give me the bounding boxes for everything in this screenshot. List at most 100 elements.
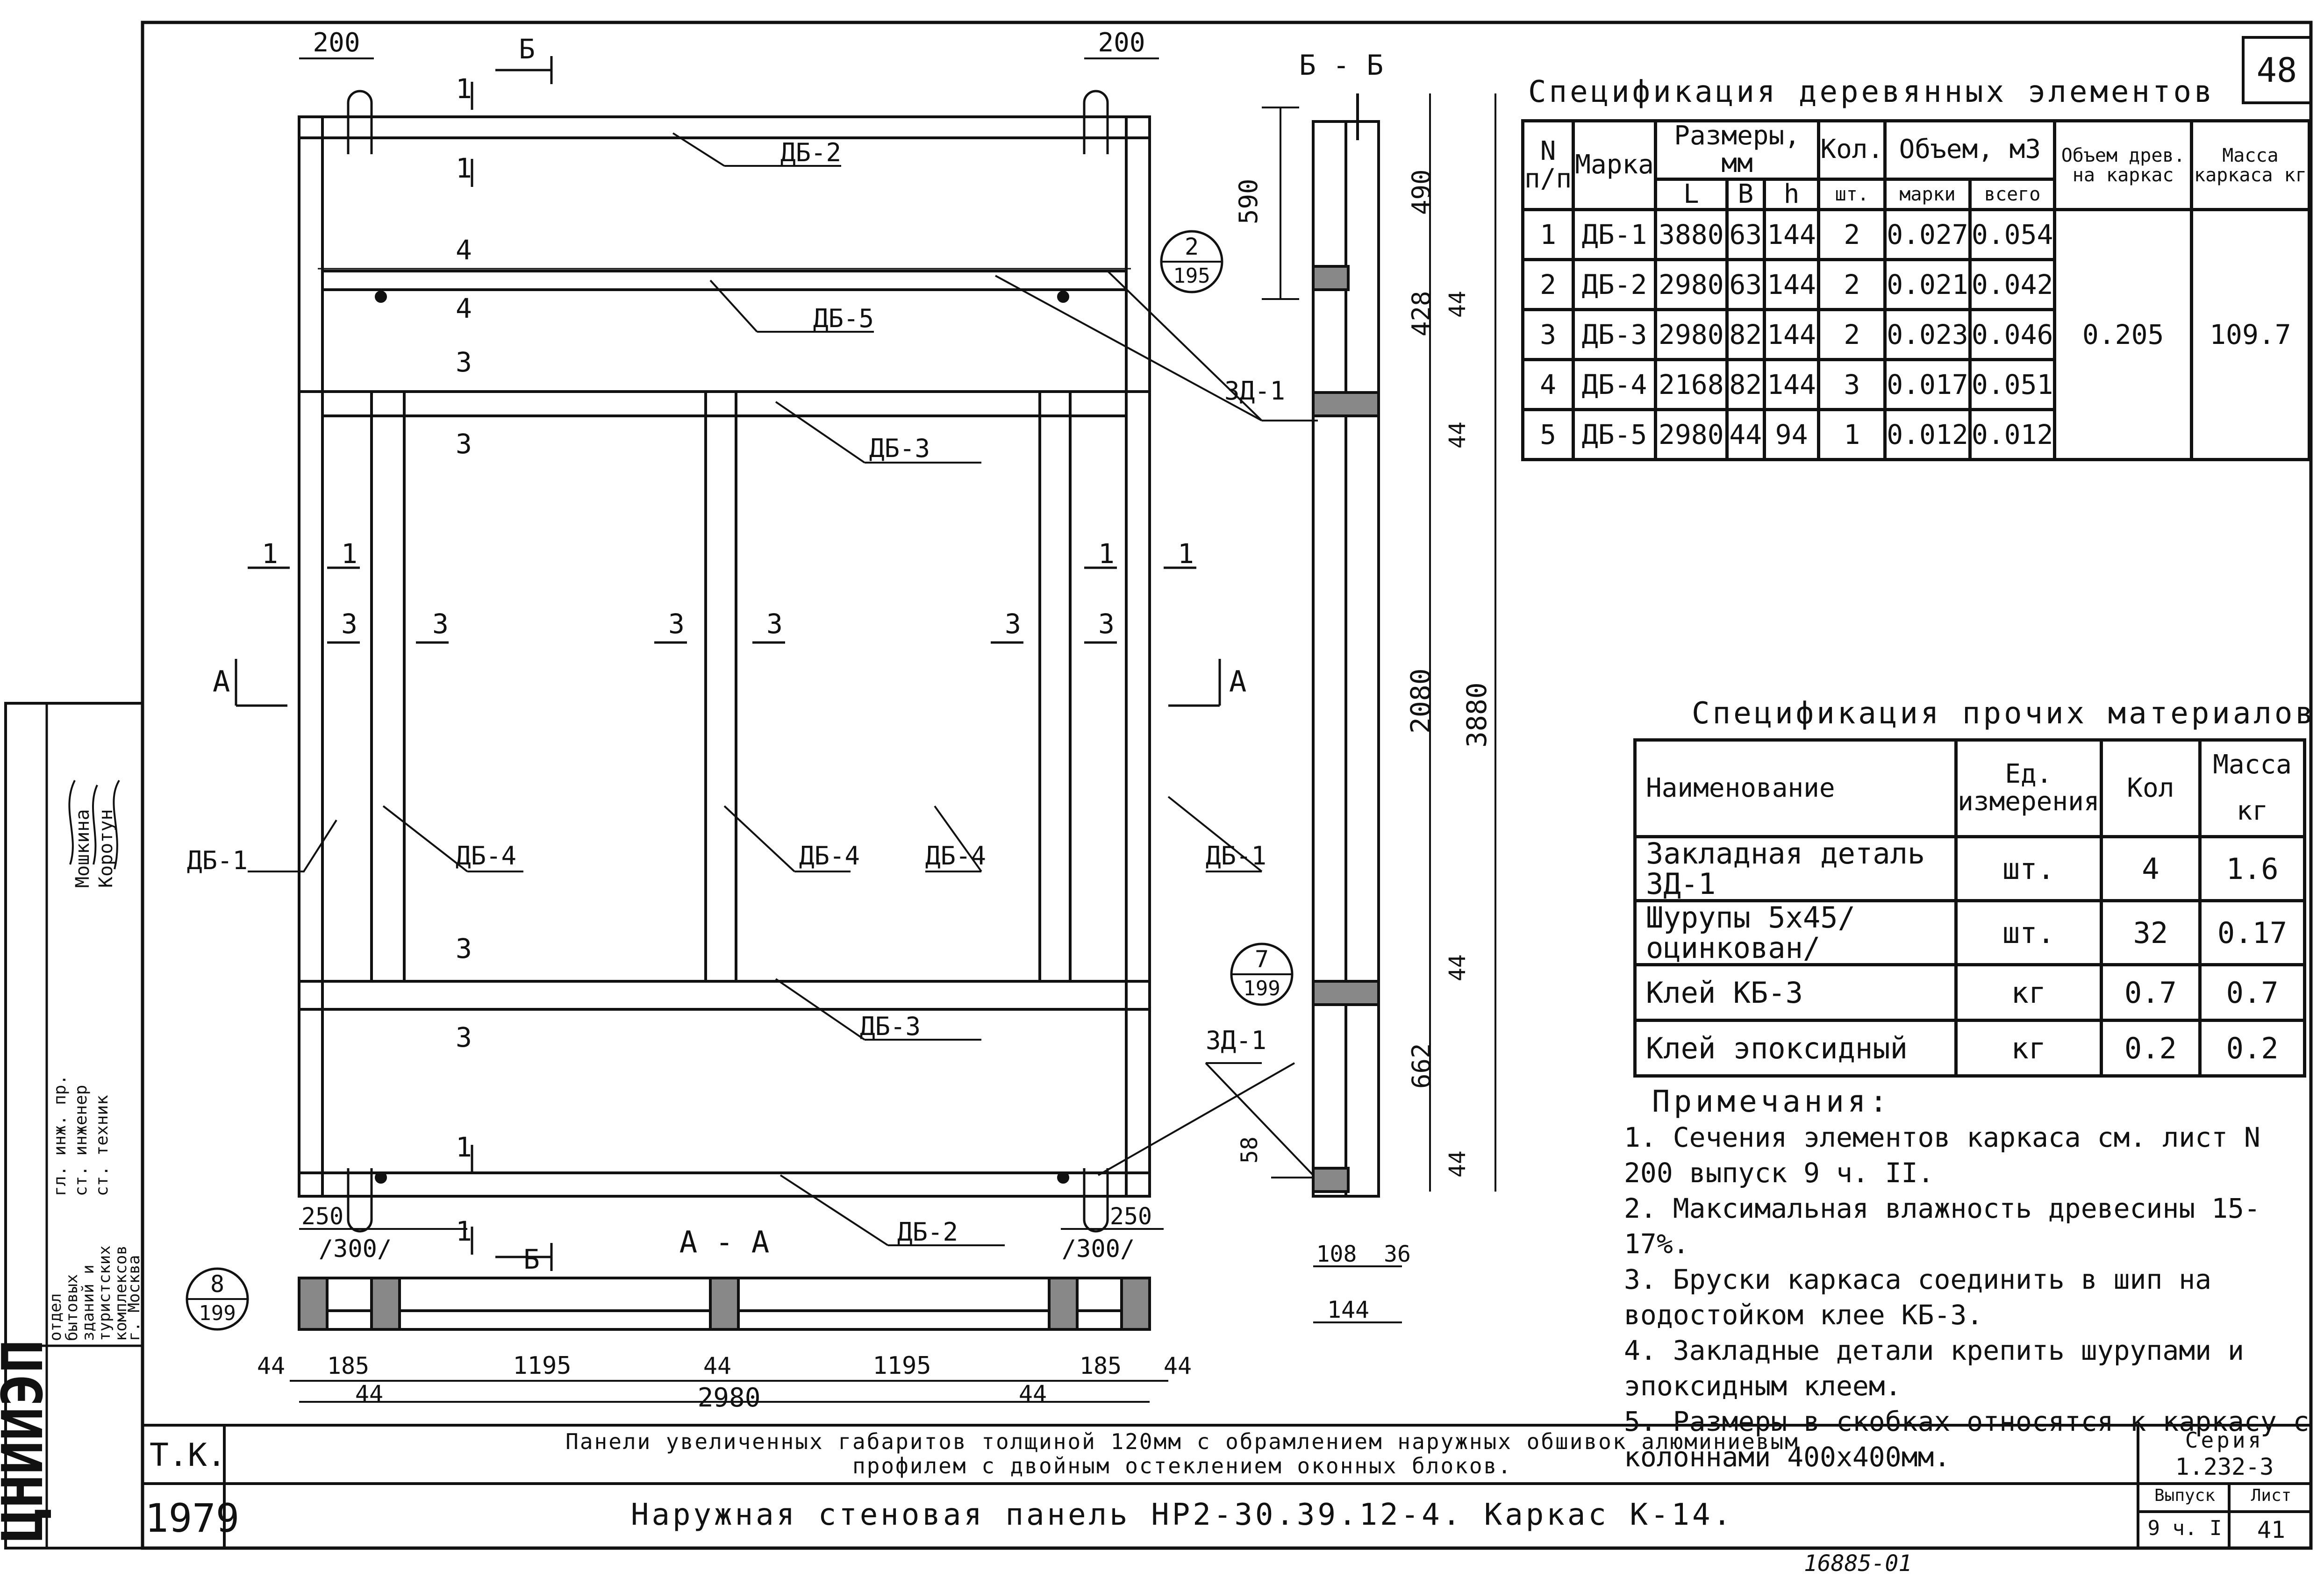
cell: 0.2 [2099,1019,2202,1078]
stamp-name: Мошкина [72,809,93,888]
table-row: Шурупы 5x45/оцинкован/ шт. 32 0.17 [1633,899,2306,967]
dim-label: 144 [1327,1296,1369,1323]
frame-elevation [298,90,1151,1233]
cell: 94 [1762,408,1821,462]
dim-label: 36 [1384,1241,1411,1267]
cell: 144 [1762,308,1821,362]
title-line: Панели увеличенных габаритов толщиной 12… [565,1429,1799,1454]
section-mark: 3 [456,346,472,378]
sheet-title: Наружная стеновая панель НР2-30.39.12-4.… [630,1498,1734,1532]
cell: 1 [1521,208,1575,262]
stamp-dept-line: бытовых [63,1274,81,1341]
element-label: ДБ-3 [860,1012,921,1041]
cell: 2 [1817,208,1887,262]
note-item: 1. Сечения элементов каркаса см. лист N … [1624,1121,2260,1189]
cell: 0.205 [2053,208,2193,462]
col-header: всего [1968,177,2057,212]
notes-heading: Примечания: [1652,1085,1891,1119]
stamp-dept-line: зданий и [79,1264,98,1341]
series-label: Серия [2185,1428,2264,1453]
dim-label: 108 [1316,1241,1357,1267]
other-spec-table: Наименование Ед. измерения Кол Масса кг … [1633,738,2306,1078]
element-label: ЗД-1 [1224,376,1285,406]
cell: 0.017 [1883,358,1972,412]
section-mark: 3 [341,608,358,640]
stamp-name: Коротун [95,809,117,888]
callout-bottom: 199 [1243,977,1280,1000]
side-stamp: ЦНИИЭП отдел бытовых зданий и туристских… [0,702,144,1549]
cell: 32 [2099,899,2202,967]
cell: ДБ-1 [1572,208,1657,262]
section-mark: 1 [262,538,278,570]
cell: 3 [1521,308,1575,362]
dim-label: 44 [1444,421,1471,449]
cell: Закладная деталь ЗД-1 [1633,835,1958,903]
dim-label: 185 [327,1352,369,1379]
note-item: 3. Бруски каркаса соединить в шип на вод… [1624,1264,2212,1331]
cell: Клей эпоксидный [1633,1019,1958,1078]
title-code: Т.К. [150,1437,226,1474]
dim-label: /300/ [1062,1235,1135,1263]
section-mark: 3 [1005,608,1021,640]
callout-top: 2 [1185,233,1199,260]
callout-bottom: 199 [199,1301,236,1325]
col-header: марки [1883,177,1972,212]
element-label: ДБ-1 [1206,841,1266,871]
stamp-dept-line: комплексов [112,1245,130,1341]
dim-label: 200 [1098,28,1145,58]
cell: 63 [1725,208,1766,262]
col-header: Объем древ. на каркас [2053,119,2193,212]
cell: кг [1954,1019,2103,1078]
dim-label: 44 [257,1352,285,1379]
title-block-frame [143,1424,2311,1548]
dim-label: 44 [1164,1352,1192,1379]
stamp-dept-line: туристских [95,1245,114,1341]
dim-label: 44 [355,1380,383,1407]
cell: 0.027 [1883,208,1972,262]
callout-top: 8 [210,1271,224,1298]
cell: 144 [1762,258,1821,312]
element-label: ДБ-1 [187,846,248,875]
inventory-number: 16885-01 [1804,1550,1912,1577]
section-mark: Б [523,1243,540,1275]
section-title: А - А [679,1225,770,1260]
section-mark: 3 [456,933,472,964]
cell: шт. [1954,899,2103,967]
col-header: Кол [2099,738,2202,838]
col-header: Масса [2213,750,2292,780]
element-label: ДБ-2 [780,138,841,167]
cell: 4 [1521,358,1575,412]
section-mark: 1 [1098,538,1115,570]
cell: 2980 [1653,308,1729,362]
col-header: L [1653,177,1729,212]
cell: 144 [1762,208,1821,262]
cell: 3880 [1653,208,1729,262]
cell: 1.6 [2198,835,2306,903]
section-mark: 3 [432,608,449,640]
cell: 2 [1521,258,1575,312]
cell: 0.012 [1883,408,1972,462]
sheet-number-box [2242,36,2312,104]
dim-label: 44 [1444,291,1471,318]
table-row: 5 ДБ-5 2980 44 94 1 0.012 0.012 [1521,408,2310,462]
col-header: Наименование [1633,738,1958,838]
dim-label: 590 [1234,179,1263,224]
cell: 0.051 [1968,358,2057,412]
col-header: Размеры, мм [1653,119,1821,181]
section-title: Б - Б [1299,49,1384,82]
cell: 0.17 [2198,899,2306,967]
cell: 0.2 [2198,1019,2306,1078]
cell: ДБ-3 [1572,308,1657,362]
cell: 4 [2099,835,2202,903]
col-header: Марка [1572,119,1657,212]
cell: 144 [1762,358,1821,412]
title-line: профилем с двойным остеклением оконных б… [852,1453,1512,1478]
col-header: B [1725,177,1766,212]
callout-bottom: 195 [1173,264,1210,288]
dim-label: 44 [1444,1150,1471,1178]
cell: 2980 [1653,258,1729,312]
section-mark: 1 [456,1215,472,1247]
table-row: 4 ДБ-4 2168 82 144 3 0.017 0.051 [1521,358,2310,412]
title-year: 1979 [145,1495,240,1541]
section-mark: 1 [456,1131,472,1163]
